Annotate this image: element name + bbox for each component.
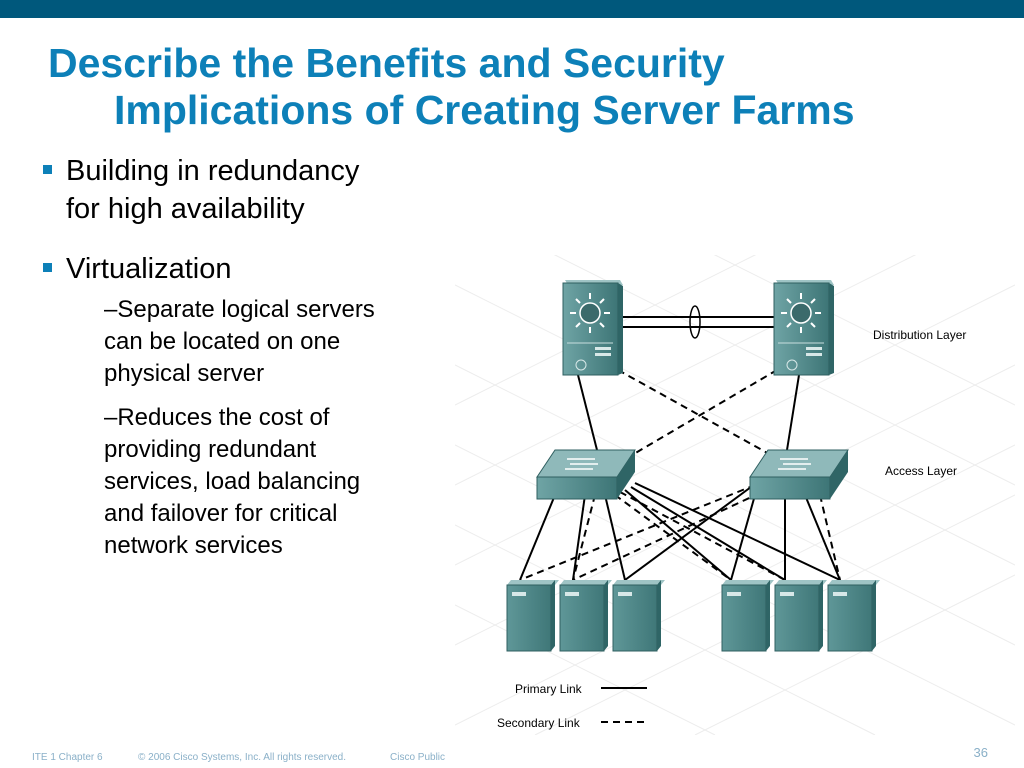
server-5 (774, 580, 827, 652)
title-line-1: Describe the Benefits and Security (48, 40, 725, 86)
footer-classification: Cisco Public (390, 752, 446, 763)
legend-primary-label: Primary Link (515, 682, 583, 696)
server-3 (612, 580, 665, 652)
distribution-switch-right (773, 280, 834, 376)
sub-bullet-line: –Reduces the cost of (104, 404, 330, 431)
access-switch-right (749, 449, 849, 500)
access-switch-left (536, 449, 636, 500)
top-bar (0, 0, 1024, 18)
sub-bullet-reduces-cost: –Reduces the cost of providing redundant… (40, 402, 450, 562)
server-1 (506, 580, 559, 652)
sub-bullet-line: network services (104, 532, 283, 559)
distribution-interconnect (618, 305, 777, 339)
bullet-list: Building in redundancy for high availabi… (40, 152, 450, 562)
sub-bullet-line: providing redundant (104, 436, 317, 463)
sub-bullet-line: –Separate logical servers (104, 296, 375, 323)
bullet-text-line-1: Building in redundancy (66, 155, 360, 187)
sub-bullet-line: physical server (104, 360, 265, 387)
slide-title: Describe the Benefits and Security Impli… (48, 40, 1008, 134)
distribution-switch-left (562, 280, 623, 376)
footer-copyright: © 2006 Cisco Systems, Inc. All rights re… (138, 752, 347, 763)
legend: Primary Link Secondary Link (497, 682, 647, 730)
distribution-layer-label: Distribution Layer (873, 328, 966, 342)
server-2 (559, 580, 612, 652)
footer-course: ITE 1 Chapter 6 (32, 752, 103, 763)
bullet-text: Virtualization (66, 253, 232, 285)
bullet-square-icon (43, 263, 52, 272)
server-4 (721, 580, 774, 652)
bullet-text-line-2: for high availability (66, 193, 305, 225)
legend-secondary-label: Secondary Link (497, 716, 581, 730)
sub-bullet-line: can be located on one (104, 328, 341, 355)
page-number: 36 (973, 745, 988, 760)
access-layer-label: Access Layer (885, 464, 957, 478)
distribution-access-links (577, 374, 800, 451)
sub-bullet-line: and failover for critical (104, 500, 338, 527)
bullet-square-icon (43, 165, 52, 174)
bullet-virtualization: Virtualization (40, 250, 450, 288)
server-6 (827, 580, 880, 652)
title-line-2: Implications of Creating Server Farms (114, 87, 855, 133)
distribution-access-secondary-links (614, 369, 781, 466)
sub-bullet-line: services, load balancing (104, 468, 361, 495)
access-server-secondary-links (519, 484, 841, 581)
sub-bullet-separate-servers: –Separate logical servers can be located… (40, 294, 450, 390)
network-diagram: Distribution Layer Access Layer Primary … (455, 255, 1015, 735)
bullet-redundancy: Building in redundancy for high availabi… (40, 152, 450, 228)
